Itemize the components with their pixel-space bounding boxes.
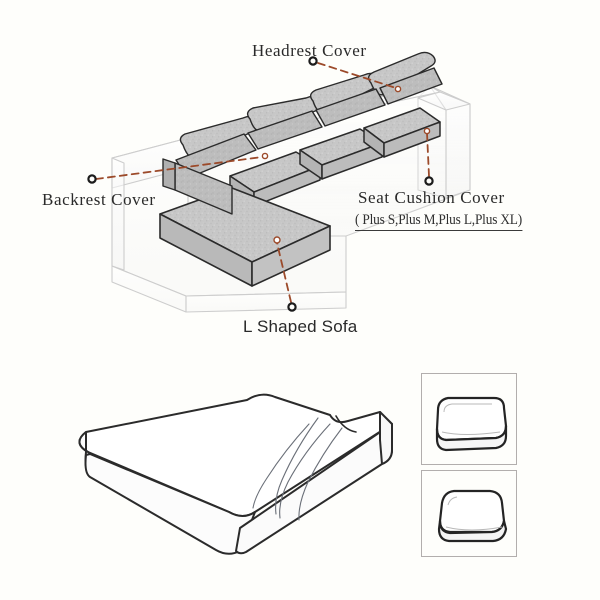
cushion-cover-edge-seam <box>335 415 357 433</box>
label-l-shaped-sofa: L Shaped Sofa <box>243 317 358 336</box>
seat-cushion-pointer-ring <box>424 176 434 186</box>
label-size-options: ( Plus S,Plus M,Plus L,Plus XL) <box>355 212 522 231</box>
pointer-target-rings <box>261 85 431 244</box>
cushion-cover-main-illustration <box>78 393 393 555</box>
pointer-leaders <box>95 62 430 303</box>
cushion-thumb-top-art <box>435 396 508 452</box>
seat-cushion-pointer-line <box>426 132 430 177</box>
headrest-target-ring <box>394 85 402 93</box>
seat-cushion-target-ring <box>423 127 431 135</box>
cushion-cover-fold-lines <box>252 417 343 521</box>
l-shaped-sofa-pointer-ring <box>287 302 297 312</box>
backrest-pointer-line <box>95 156 263 180</box>
label-backrest-cover: Backrest Cover <box>42 190 156 209</box>
label-headrest-cover: Headrest Cover <box>252 41 367 60</box>
backrest-cushions <box>175 67 443 179</box>
l-shaped-sofa-target-ring <box>273 236 281 244</box>
l-shaped-sofa-pointer-line <box>276 242 292 303</box>
label-seat-cushion-cover: Seat Cushion Cover <box>358 188 505 207</box>
cushion-thumb-bottom-art <box>437 489 508 543</box>
backrest-pointer-ring <box>87 174 97 184</box>
chaise-backrest-cushion <box>162 158 233 215</box>
seat-cushions <box>229 107 441 207</box>
cushion-thumb-bottom[interactable] <box>421 470 517 557</box>
cushion-thumb-top[interactable] <box>421 373 517 465</box>
headrest-pointer-line <box>317 62 397 89</box>
chaise-seat-cushion <box>159 187 331 287</box>
pointer-origin-rings <box>87 56 434 312</box>
headrest-pointer-ring <box>308 56 318 66</box>
backrest-target-ring <box>261 152 269 160</box>
